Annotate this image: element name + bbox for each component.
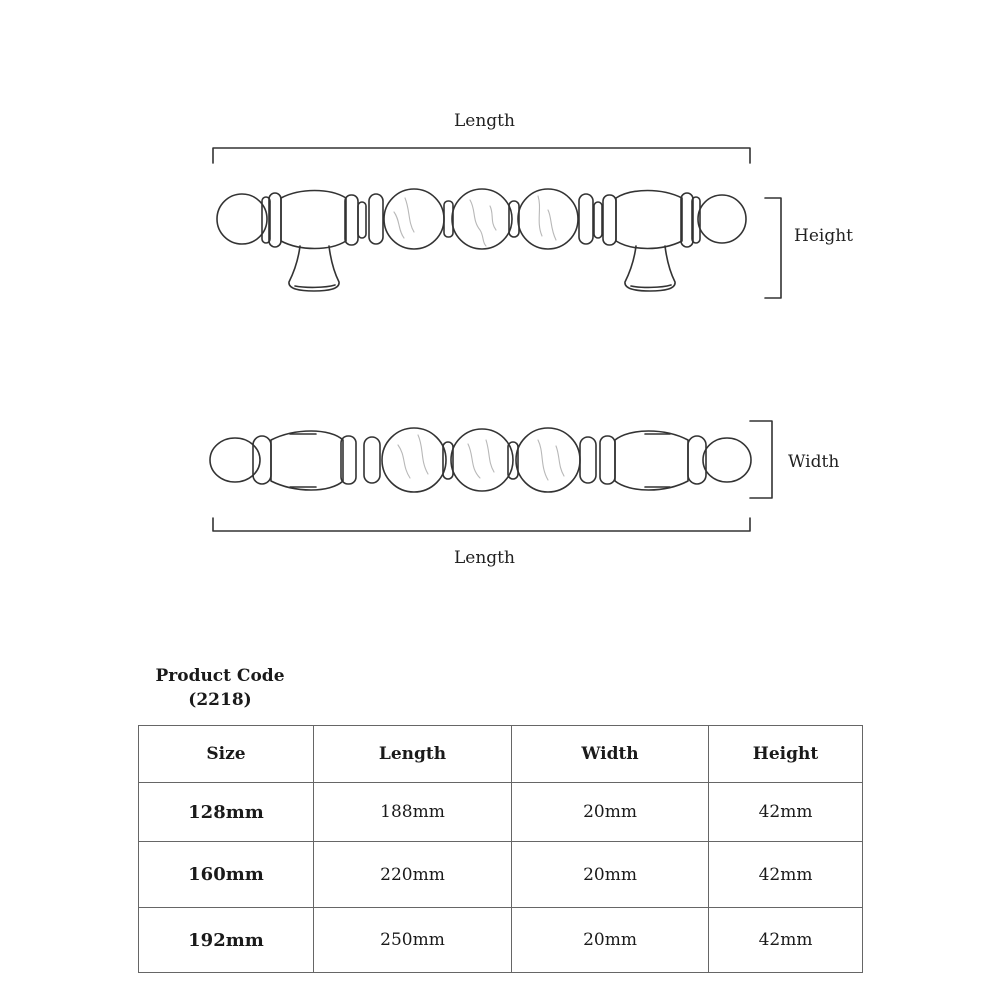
width-bracket xyxy=(749,420,773,499)
header-length: Length xyxy=(313,725,512,783)
cell-height: 42mm xyxy=(708,841,863,908)
handle-side-view xyxy=(216,188,747,292)
cell-height: 42mm xyxy=(708,782,863,842)
cell-width: 20mm xyxy=(511,907,709,973)
header-size: Size xyxy=(138,725,314,783)
cell-length: 220mm xyxy=(313,841,512,908)
cell-height: 42mm xyxy=(708,907,863,973)
cell-size: 160mm xyxy=(138,841,314,908)
bottom-length-bracket xyxy=(212,517,751,532)
cell-width: 20mm xyxy=(511,841,709,908)
height-label: Height xyxy=(794,226,853,246)
cell-size: 128mm xyxy=(138,782,314,842)
product-code-title: Product Code xyxy=(155,666,285,686)
handle-drawings xyxy=(209,147,782,532)
header-height: Height xyxy=(708,725,863,783)
bottom-length-label: Length xyxy=(454,548,515,568)
cell-length: 250mm xyxy=(313,907,512,973)
header-width: Width xyxy=(511,725,709,783)
handle-top-view xyxy=(209,427,752,493)
cell-size: 192mm xyxy=(138,907,314,973)
table-header-row: Size Length Width Height xyxy=(138,725,863,783)
product-code-block: Product Code (2218) xyxy=(150,664,290,712)
width-label: Width xyxy=(788,452,840,472)
table-row: 160mm 220mm 20mm 42mm xyxy=(138,841,863,908)
height-bracket xyxy=(764,197,782,299)
cell-length: 188mm xyxy=(313,782,512,842)
dimensions-table: Size Length Width Height 128mm 188mm 20m… xyxy=(138,725,863,973)
top-length-label: Length xyxy=(454,111,515,131)
top-length-bracket xyxy=(212,147,751,164)
product-code-number: (2218) xyxy=(188,690,252,710)
table-row: 128mm 188mm 20mm 42mm xyxy=(138,782,863,842)
cell-width: 20mm xyxy=(511,782,709,842)
table-row: 192mm 250mm 20mm 42mm xyxy=(138,907,863,973)
